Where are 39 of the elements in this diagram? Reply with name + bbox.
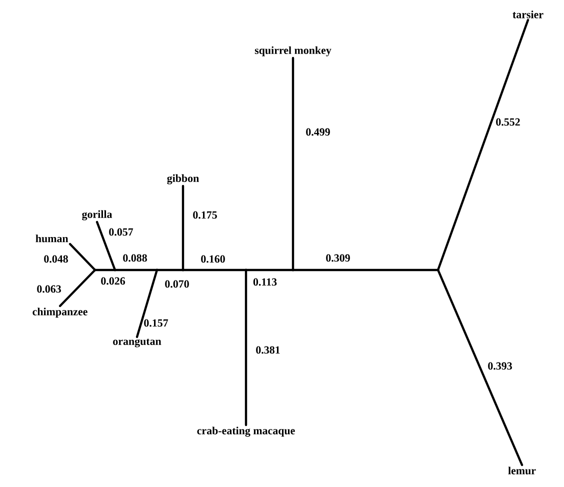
leaf-label: tarsier: [512, 10, 544, 18]
branch: [436, 268, 524, 466]
branch: [68, 242, 96, 272]
branch-length: 0.088: [123, 254, 147, 262]
branch: [244, 268, 294, 272]
branch: [244, 268, 248, 426]
branch-length: 0.057: [109, 228, 134, 236]
branch-length: 0.393: [488, 362, 512, 370]
branch: [182, 268, 248, 272]
branch: [96, 220, 116, 272]
branch-length: 0.381: [256, 346, 280, 354]
branch-length: 0.552: [496, 118, 520, 126]
branch-length: 0.175: [193, 211, 217, 219]
leaf-label: crab-eating macaque: [197, 426, 295, 437]
branch-length: 0.160: [201, 255, 225, 263]
branch: [156, 268, 184, 272]
leaf-label: gorilla: [82, 210, 112, 220]
branch-length: 0.070: [165, 280, 189, 288]
leaf-label: lemur: [508, 466, 536, 474]
branch-length: 0.157: [144, 319, 168, 327]
leaf-label: chimpanzee: [32, 308, 88, 318]
branch: [114, 268, 158, 272]
branch-length: 0.499: [306, 128, 330, 136]
leaf-label: gibbon: [167, 174, 199, 184]
leaf-label: squirrel monkey: [254, 46, 332, 56]
branch: [94, 268, 116, 272]
branch: [292, 56, 294, 272]
branch-length: 0.048: [44, 255, 68, 263]
branch-length: 0.026: [101, 277, 125, 285]
branch-length: 0.113: [253, 278, 277, 286]
branch: [436, 18, 530, 272]
branch: [292, 268, 440, 272]
leaf-label: human: [36, 234, 68, 242]
leaf-label: orangutan: [113, 338, 162, 348]
branch: [58, 268, 96, 308]
branch-length: 0.309: [326, 254, 350, 262]
branch: [182, 184, 184, 272]
branch: [136, 268, 158, 338]
branch-length: 0.063: [37, 285, 61, 293]
